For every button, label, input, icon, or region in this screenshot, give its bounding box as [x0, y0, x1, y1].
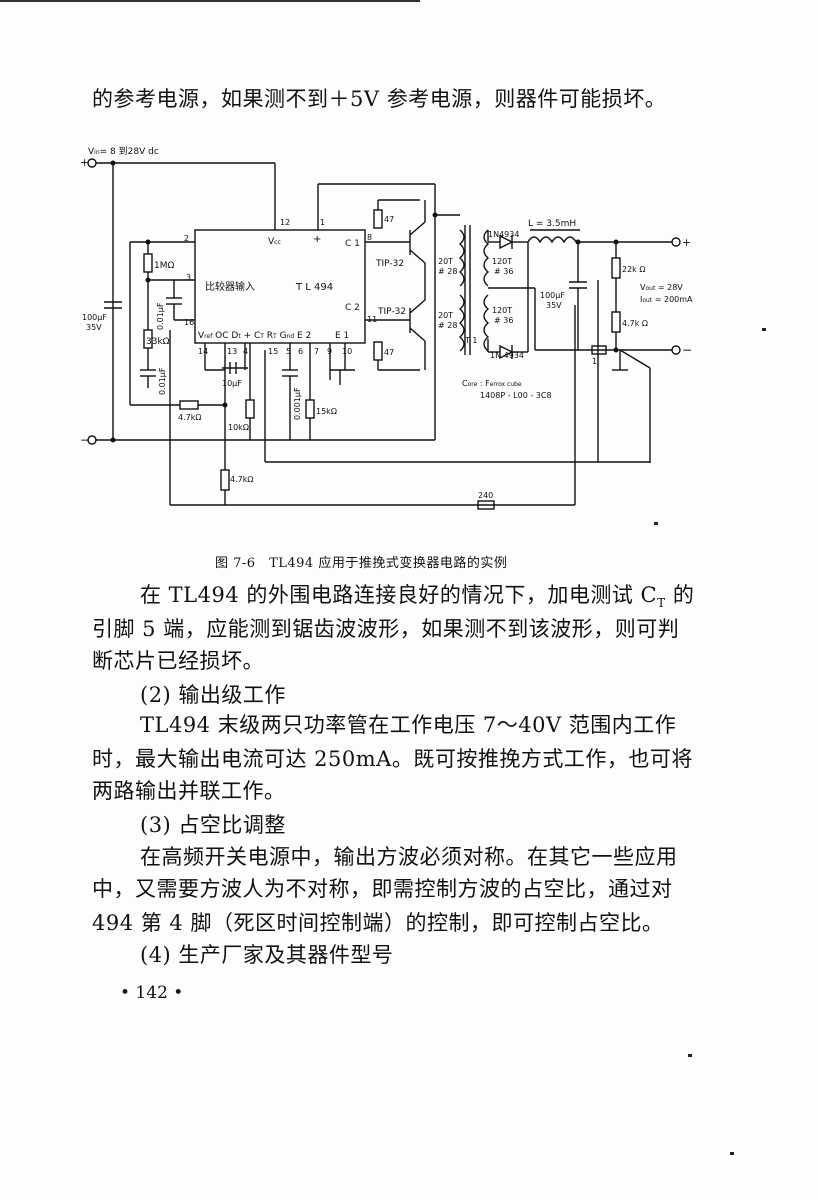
svg-text:0.01μF: 0.01μF [158, 367, 167, 395]
svg-text:9: 9 [327, 347, 332, 356]
svg-text:1N 4934: 1N 4934 [490, 351, 524, 360]
comparator-input-label: 比较器输入 [205, 280, 255, 293]
svg-text:13: 13 [227, 347, 237, 356]
svg-text:# 36: # 36 [494, 316, 513, 325]
svg-text:T 1: T 1 [464, 336, 478, 345]
svg-text:1: 1 [592, 357, 597, 366]
figure-caption: 图 7-6 TL494 应用于推挽式变换器电路的实例 [215, 556, 508, 571]
paragraph-line: 494 第 4 脚（死区时间控制端）的控制，即可控制占空比。 [92, 911, 664, 935]
paragraph-line: 断芯片已经损坏。 [92, 649, 264, 673]
svg-text:−: − [80, 433, 90, 447]
svg-text:−: − [682, 343, 692, 357]
svg-text:1N4934: 1N4934 [488, 230, 519, 239]
svg-text:4.7k Ω: 4.7k Ω [622, 319, 648, 328]
top-rule [0, 0, 420, 2]
c1-label: C 1 [345, 239, 360, 249]
svg-text:1408P - L00 - 3C8: 1408P - L00 - 3C8 [480, 391, 552, 400]
scan-speck [688, 1054, 692, 1057]
vin-label: Vin= 8 到28V dc [88, 145, 159, 157]
scan-speck [730, 1152, 734, 1155]
svg-text:47: 47 [384, 348, 394, 357]
svg-text:+: + [313, 234, 321, 245]
svg-text:240: 240 [478, 491, 493, 500]
svg-text:3: 3 [186, 273, 191, 282]
svg-text:15kΩ: 15kΩ [316, 407, 337, 416]
svg-text:100μF: 100μF [82, 313, 107, 322]
svg-text:5: 5 [286, 347, 291, 356]
tl494-circuit-diagram: Vin= 8 到28V dc + − + − Vcc + T L 494 比较器… [80, 145, 693, 510]
svg-text:0.01μF: 0.01μF [156, 302, 165, 330]
svg-text:7: 7 [314, 347, 319, 356]
paragraph-line: 的参考电源，如果测不到＋5V 参考电源，则器件可能损坏。 [92, 87, 667, 111]
svg-text:8: 8 [367, 233, 372, 242]
paragraph-line: 时，最大输出电流可达 250mA。既可按推挽方式工作，也可将 [92, 747, 693, 771]
section-heading: (4) 生产厂家及其器件型号 [140, 943, 394, 967]
svg-text:22k Ω: 22k Ω [622, 265, 645, 274]
paragraph-line: 两路输出并联工作。 [92, 779, 286, 803]
paragraph-line: 中，又需要方波人为不对称，即需控制方波的占空比，通过对 [92, 877, 673, 901]
svg-text:L = 3.5mH: L = 3.5mH [528, 219, 576, 229]
svg-text:35V: 35V [86, 323, 102, 332]
svg-text:47: 47 [384, 215, 394, 224]
vout-label: Vout = 28V [640, 283, 683, 292]
svg-text:4.7kΩ: 4.7kΩ [230, 475, 253, 484]
svg-text:6: 6 [298, 347, 303, 356]
section-heading: (3) 占空比调整 [140, 813, 286, 837]
svg-text:15: 15 [268, 347, 278, 356]
ic-name: T L 494 [295, 282, 333, 293]
svg-text:35V: 35V [546, 301, 562, 310]
svg-text:20T: 20T [438, 257, 453, 266]
svg-text:120T: 120T [492, 306, 512, 315]
svg-text:+: + [682, 236, 691, 249]
iout-label: Iout = 200mA [640, 295, 693, 304]
svg-text:+: + [80, 156, 89, 169]
svg-text:10μF: 10μF [222, 379, 242, 388]
svg-text:10kΩ: 10kΩ [228, 423, 249, 432]
svg-text:33kΩ: 33kΩ [146, 337, 170, 347]
svg-text:1MΩ: 1MΩ [154, 261, 174, 271]
svg-text:11: 11 [367, 315, 377, 324]
svg-text:12: 12 [280, 218, 290, 227]
svg-text:14: 14 [198, 347, 208, 356]
svg-text:0.001μF: 0.001μF [293, 387, 302, 420]
svg-text:# 36: # 36 [494, 267, 513, 276]
e1-label: E 1 [335, 331, 349, 341]
page-number: • 142 • [120, 983, 184, 1003]
core-label: Core : Ferrox cube [462, 379, 522, 388]
paragraph-line: 在 TL494 的外围电路连接良好的情况下，加电测试 CT 的 [140, 583, 695, 611]
svg-text:4.7kΩ: 4.7kΩ [178, 413, 201, 422]
paragraph-line: 引脚 5 端，应能测到锯齿波波形，如果测不到该波形，则可判 [92, 617, 680, 641]
paragraph-line: 在高频开关电源中，输出方波必须对称。在其它一些应用 [140, 845, 678, 869]
svg-text:2: 2 [184, 234, 189, 243]
scan-speck [762, 328, 766, 331]
svg-text:120T: 120T [492, 257, 512, 266]
scan-speck [654, 522, 658, 525]
svg-text:1: 1 [320, 218, 325, 227]
svg-text:16: 16 [184, 318, 194, 327]
svg-text:100μF: 100μF [540, 291, 565, 300]
paragraph-line: TL494 末级两只功率管在工作电压 7～40V 范围内工作 [140, 713, 677, 737]
vcc-label: Vcc [268, 237, 281, 247]
svg-text:10: 10 [342, 347, 352, 356]
section-heading: (2) 输出级工作 [140, 683, 286, 707]
svg-text:4: 4 [243, 347, 248, 356]
svg-text:# 28: # 28 [438, 321, 457, 330]
c2-label: C 2 [345, 303, 360, 313]
svg-text:20T: 20T [438, 311, 453, 320]
svg-text:TIP-32: TIP-32 [377, 307, 406, 317]
svg-text:# 28: # 28 [438, 267, 457, 276]
svg-text:TIP-32: TIP-32 [375, 259, 404, 269]
pin-function-row: Vref OC Dt + CT RT Gnd E 2 [198, 331, 311, 341]
